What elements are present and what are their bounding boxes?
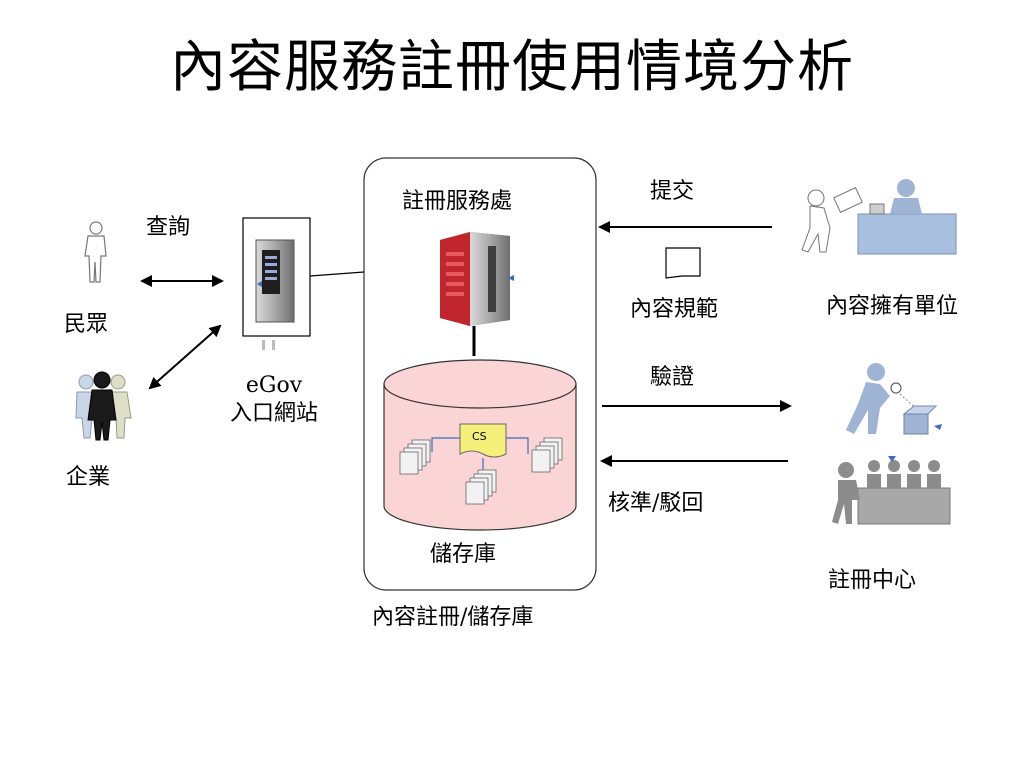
egov-server-icon <box>242 217 311 350</box>
inspector-figure <box>846 363 942 435</box>
registry-center-figures <box>832 456 951 525</box>
content-spec-label: 內容規範 <box>630 297 719 322</box>
repository-cylinder <box>383 359 577 531</box>
document-stack-bottom <box>465 469 497 505</box>
submit-label: 提交 <box>650 179 695 204</box>
verify-label: 驗證 <box>650 365 695 390</box>
query-label: 查詢 <box>146 215 191 240</box>
enterprise-figures <box>75 371 132 441</box>
egov-connector-line <box>309 271 365 277</box>
document-stack-left <box>399 439 431 475</box>
registry-container <box>363 157 597 591</box>
page-title: 內容服務註冊使用情境分析 <box>170 35 854 100</box>
content-owner-label: 內容擁有單位 <box>826 294 959 319</box>
registry-center-label: 註冊中心 <box>828 568 917 593</box>
citizen-label: 民眾 <box>64 312 109 337</box>
repository-label: 儲存庫 <box>430 542 497 567</box>
egov-label-line1: eGov <box>245 373 303 398</box>
cs-document <box>459 423 507 458</box>
registry-server-icon <box>440 232 514 326</box>
citizen-figure <box>84 221 107 283</box>
document-icon <box>665 247 701 279</box>
registry-service-label: 註冊服務處 <box>402 189 513 214</box>
enterprise-egov-arrow <box>148 324 222 390</box>
cs-label: CS <box>472 430 487 443</box>
approve-reject-label: 核準/駁回 <box>608 491 704 516</box>
enterprise-label: 企業 <box>66 465 111 490</box>
content-owner-figures <box>801 179 957 255</box>
egov-label-line2: 入口網站 <box>229 401 318 426</box>
cs-flow-arrows <box>431 437 529 470</box>
document-stack-right <box>531 437 563 473</box>
registry-repository-label: 內容註冊/儲存庫 <box>372 605 534 630</box>
